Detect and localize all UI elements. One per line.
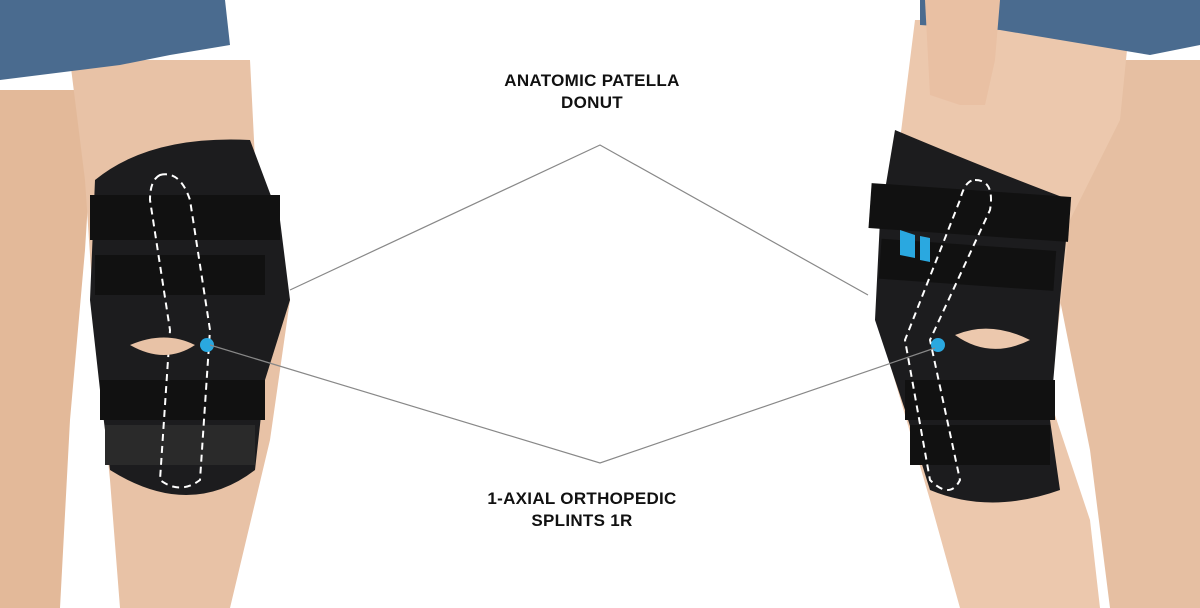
left-hinge <box>200 338 214 352</box>
label-anatomic-patella-donut: ANATOMIC PATELLA DONUT <box>442 70 742 114</box>
right-strap-3 <box>905 380 1055 420</box>
right-patella-opening <box>955 328 1030 349</box>
left-splint-stitch <box>148 173 212 489</box>
callout-line-patella <box>289 144 869 296</box>
label-line: DONUT <box>561 93 623 112</box>
right-hinge <box>931 338 945 352</box>
left-strap-2 <box>95 255 265 295</box>
label-orthopedic-splints: 1-AXIAL ORTHOPEDIC SPLINTS 1R <box>432 488 732 532</box>
left-far-leg <box>0 90 95 608</box>
left-shorts <box>0 0 230 80</box>
right-splint-stitch <box>903 178 992 491</box>
right-strap-4 <box>910 425 1050 465</box>
callout-lines <box>209 144 936 464</box>
left-strap-3 <box>100 380 265 420</box>
label-line: ANATOMIC PATELLA <box>504 71 680 90</box>
right-strap-1 <box>868 183 1072 242</box>
label-line: 1-AXIAL ORTHOPEDIC <box>487 489 677 508</box>
left-strap-1 <box>90 195 280 240</box>
right-logo-icon <box>900 230 930 262</box>
callout-line-splints <box>209 344 936 464</box>
right-hand <box>925 0 1000 105</box>
left-patella-opening <box>130 337 195 355</box>
label-line: SPLINTS 1R <box>531 511 633 530</box>
left-strap-4 <box>105 425 255 465</box>
